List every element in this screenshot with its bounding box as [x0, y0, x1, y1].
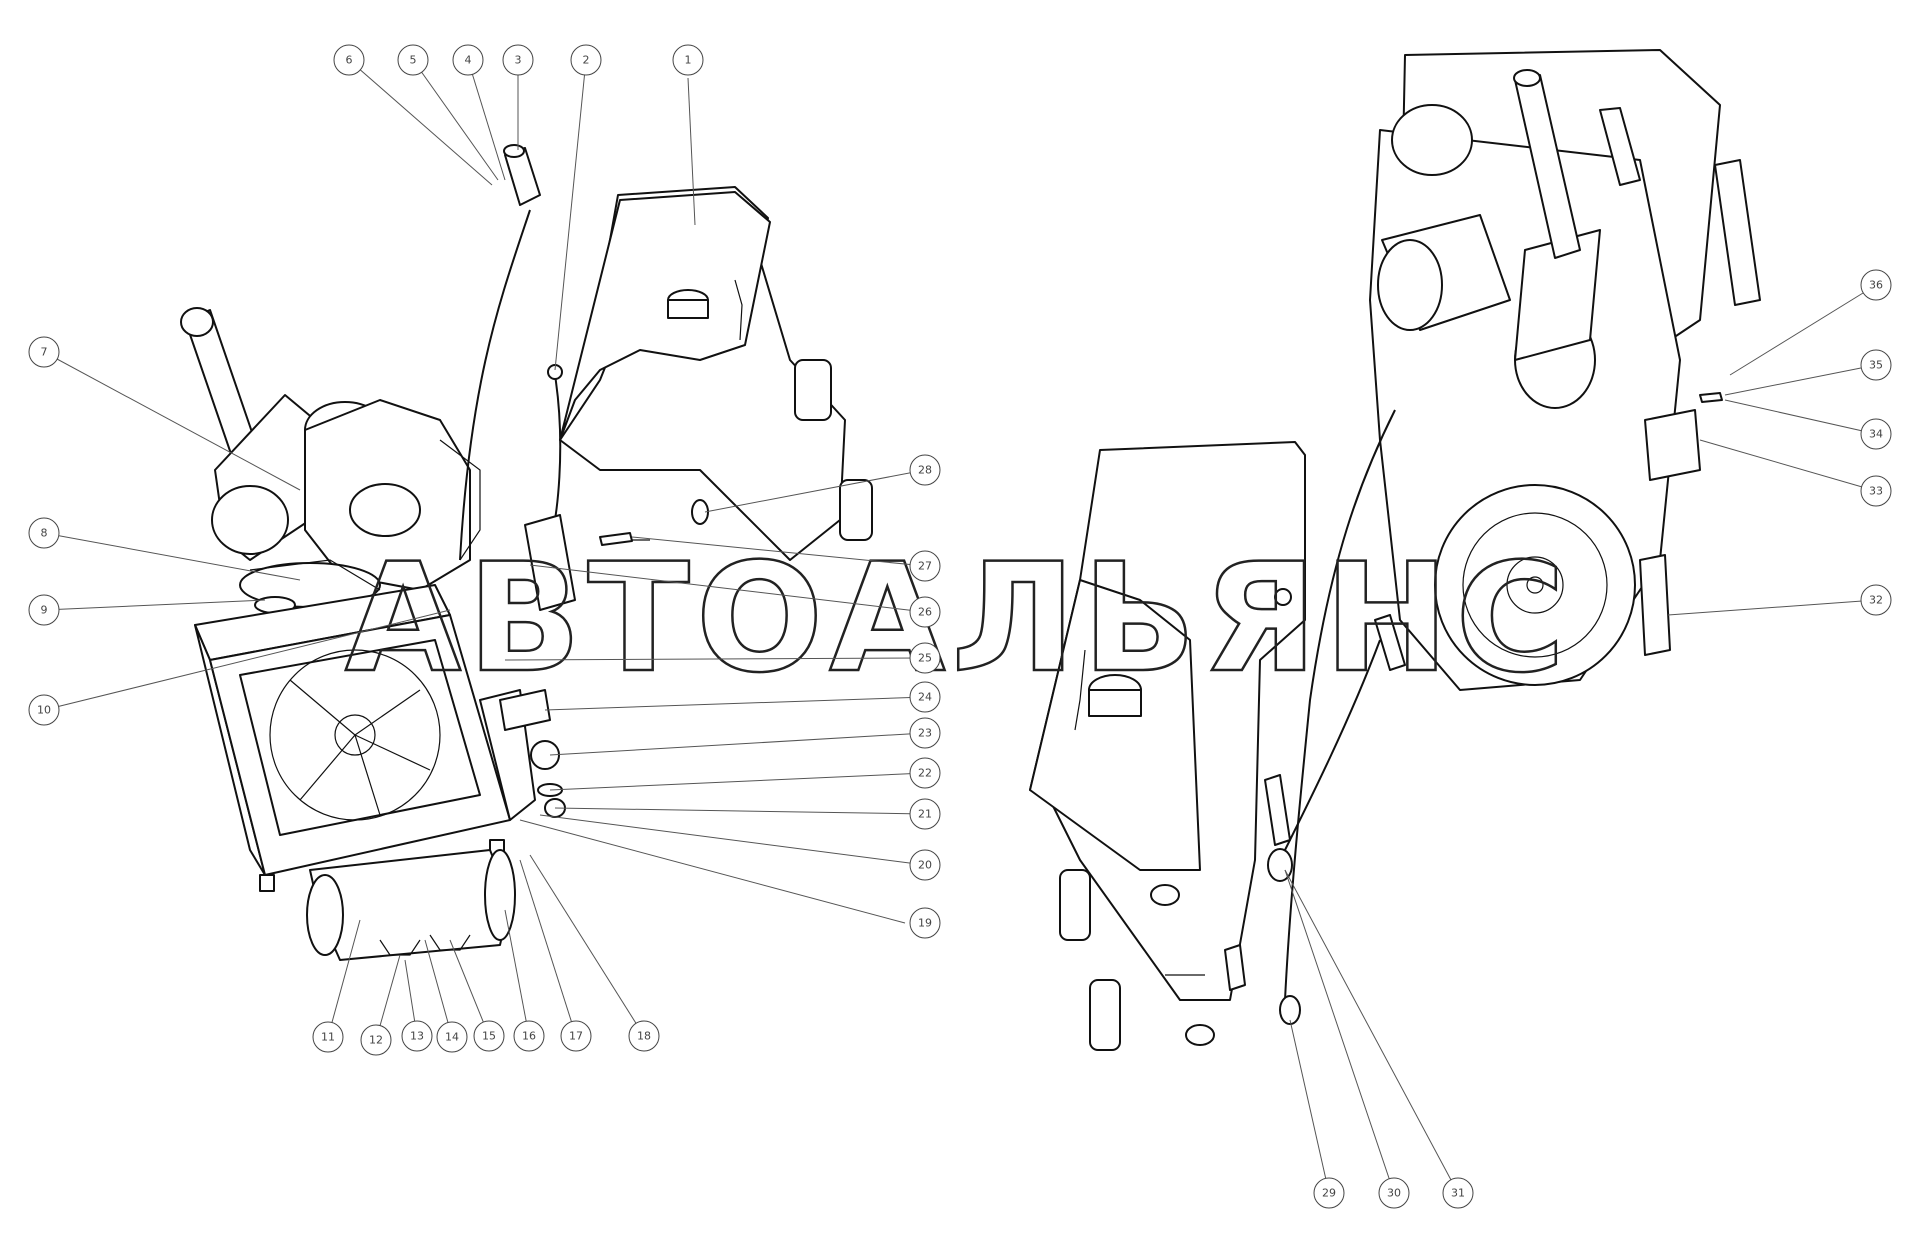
- callout-label: 18: [637, 1030, 651, 1043]
- callout-label: 32: [1869, 594, 1883, 607]
- callout-22: 22: [909, 757, 941, 789]
- fuel-tank-left: [559, 186, 873, 561]
- callout-label: 28: [918, 464, 932, 477]
- fuel-tank-right: [1029, 441, 1406, 1051]
- callout-2: 2: [570, 44, 602, 76]
- callout-label: 19: [918, 917, 932, 930]
- callout-label: 24: [918, 691, 932, 704]
- callout-18: 18: [628, 1020, 660, 1052]
- callout-8: 8: [28, 517, 60, 549]
- callout-label: 12: [369, 1034, 383, 1047]
- callout-label: 27: [918, 560, 932, 573]
- callout-label: 20: [918, 859, 932, 872]
- callout-label: 16: [522, 1030, 536, 1043]
- callout-28: 28: [909, 454, 941, 486]
- leader-lines: [43, 59, 1877, 1194]
- callout-25: 25: [909, 642, 941, 674]
- callout-20: 20: [909, 849, 941, 881]
- callout-14: 14: [436, 1021, 468, 1053]
- callout-17: 17: [560, 1020, 592, 1052]
- callout-label: 35: [1869, 359, 1883, 372]
- callout-label: 10: [37, 704, 51, 717]
- watermark: АВТОАЛЬЯНС: [344, 531, 1571, 708]
- cooler-left: [306, 849, 516, 961]
- callout-26: 26: [909, 596, 941, 628]
- callout-label: 22: [918, 767, 932, 780]
- callout-4: 4: [452, 44, 484, 76]
- right-assembly: [1029, 49, 1761, 1051]
- callout-label: 14: [445, 1031, 459, 1044]
- cable-right-2: [1279, 639, 1381, 861]
- callout-33: 33: [1860, 475, 1892, 507]
- callout-label: 29: [1322, 1187, 1336, 1200]
- callout-9: 9: [28, 594, 60, 626]
- callout-35: 35: [1860, 349, 1892, 381]
- callout-label: 3: [515, 54, 522, 67]
- callout-label: 17: [569, 1030, 583, 1043]
- callout-label: 30: [1387, 1187, 1401, 1200]
- callouts: 1 2 3 4 5 6 7 8 9 10 11 12 13 14 15 16 1…: [28, 44, 1892, 1209]
- callout-11: 11: [312, 1021, 344, 1053]
- callout-19: 19: [909, 907, 941, 939]
- callout-36: 36: [1860, 269, 1892, 301]
- engine-left: [239, 399, 481, 614]
- callout-23: 23: [909, 717, 941, 749]
- callout-label: 21: [918, 808, 932, 821]
- callout-34: 34: [1860, 418, 1892, 450]
- callout-1: 1: [672, 44, 704, 76]
- callout-29: 29: [1313, 1177, 1345, 1209]
- radiator-left: [194, 584, 536, 892]
- cable-left: [459, 209, 531, 561]
- callout-label: 4: [465, 54, 472, 67]
- callout-label: 33: [1869, 485, 1883, 498]
- callout-7: 7: [28, 336, 60, 368]
- mounts-left: [499, 499, 709, 818]
- callout-label: 31: [1451, 1187, 1465, 1200]
- callout-label: 1: [685, 54, 692, 67]
- callout-label: 6: [346, 54, 353, 67]
- callout-label: 8: [41, 527, 48, 540]
- callout-label: 13: [410, 1030, 424, 1043]
- callout-6: 6: [333, 44, 365, 76]
- callout-label: 7: [41, 346, 48, 359]
- callout-label: 25: [918, 652, 932, 665]
- callout-24: 24: [909, 681, 941, 713]
- muffler-left: [180, 307, 316, 561]
- callout-label: 5: [410, 54, 417, 67]
- callout-label: 26: [918, 606, 932, 619]
- callout-32: 32: [1860, 584, 1892, 616]
- callout-label: 36: [1869, 279, 1883, 292]
- left-assembly: [180, 144, 873, 961]
- callout-10: 10: [28, 694, 60, 726]
- callout-13: 13: [401, 1020, 433, 1052]
- callout-21: 21: [909, 798, 941, 830]
- callout-30: 30: [1378, 1177, 1410, 1209]
- callout-16: 16: [513, 1020, 545, 1052]
- callout-12: 12: [360, 1024, 392, 1056]
- callout-label: 15: [482, 1030, 496, 1043]
- callout-label: 34: [1869, 428, 1883, 441]
- callout-31: 31: [1442, 1177, 1474, 1209]
- cable-right: [1284, 409, 1396, 1001]
- callout-3: 3: [502, 44, 534, 76]
- callout-5: 5: [397, 44, 429, 76]
- callout-label: 9: [41, 604, 48, 617]
- callout-label: 23: [918, 727, 932, 740]
- callout-label: 2: [583, 54, 590, 67]
- callout-label: 11: [321, 1031, 335, 1044]
- callout-27: 27: [909, 550, 941, 582]
- engine-right: [1369, 49, 1761, 691]
- callout-15: 15: [473, 1020, 505, 1052]
- watermark-text: АВТОАЛЬЯНС: [345, 532, 1571, 706]
